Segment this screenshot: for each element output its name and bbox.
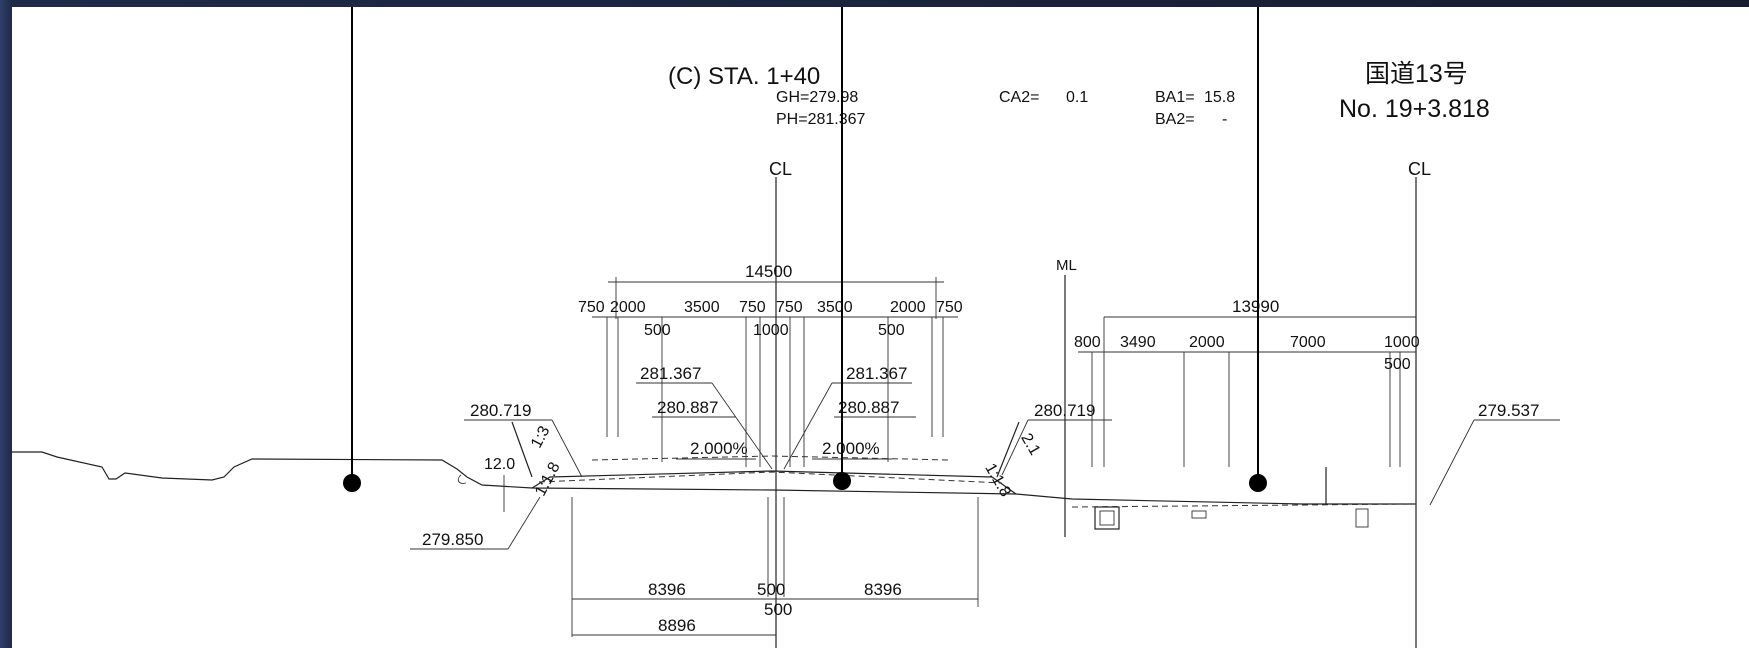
overall-width-left: 14500 [745, 262, 792, 281]
right-pavement-layer [1071, 503, 1417, 508]
extension-lines [571, 277, 979, 637]
slope-right [996, 421, 1020, 478]
plan-height-label: PH=281.367 [776, 111, 866, 128]
centerline-symbol-left: CL [769, 159, 792, 179]
lane-dim-7: 2000 [890, 299, 926, 316]
route-number: No. 19+3.818 [1339, 95, 1490, 123]
lane-dim-4: 750 [739, 299, 766, 316]
ba2-value: - [1222, 111, 1227, 128]
ground-bump [457, 474, 467, 484]
gauge-handle-1[interactable] [343, 474, 361, 492]
culvert-inner [1099, 510, 1115, 526]
sub-dim-3: 500 [878, 322, 905, 339]
lane-dim-3: 3500 [684, 299, 720, 316]
centerline-symbol-right: CL [1408, 159, 1431, 179]
crossfall-right: 2.000% [822, 439, 880, 458]
crossfall-left: 2.000% [690, 439, 748, 458]
lane-dim-1: 750 [578, 299, 605, 316]
cross-section-drawing: (C) STA. 1+40 GH=279.98 PH=281.367 CA2= … [12, 7, 1560, 648]
ba1-label: BA1= [1155, 89, 1195, 106]
slope-left [511, 421, 533, 478]
right-edge-elevation: 279.537 [1478, 401, 1539, 420]
right-dim-4: 7000 [1290, 334, 1326, 351]
right-dim-5: 1000 [1384, 334, 1420, 351]
base-dim-right: 8396 [864, 580, 902, 599]
pavement-layer-2 [591, 455, 951, 461]
pipe-structure [1191, 510, 1207, 519]
toe-elevation: 279.850 [422, 530, 483, 549]
shoulder-elevation-left: 280.719 [470, 401, 531, 420]
shoulder-elevation-right: 280.719 [1034, 401, 1095, 420]
ground-height-label: GH=279.98 [776, 89, 858, 106]
ba2-label: BA2= [1155, 111, 1195, 128]
right-sub-dim: 500 [1384, 356, 1411, 373]
sub-dim-2: 1000 [753, 322, 789, 339]
ba1-value: 15.8 [1204, 89, 1235, 106]
sub-dim-1: 500 [644, 322, 671, 339]
ca2-label: CA2= [999, 89, 1039, 106]
ca2-value: 0.1 [1066, 89, 1088, 106]
drawing-sheet: (C) STA. 1+40 GH=279.98 PH=281.367 CA2= … [12, 7, 1749, 648]
drain-structure [1355, 508, 1369, 528]
base-dim-left: 8396 [648, 580, 686, 599]
base-dim-mid: 500 [757, 580, 785, 599]
right-dim-2: 3490 [1120, 334, 1156, 351]
edge-elevation-right: 280.887 [838, 398, 899, 417]
gauge-handle-3[interactable] [1249, 474, 1267, 492]
lane-dim-8: 750 [936, 299, 963, 316]
right-dim-3: 2000 [1189, 334, 1225, 351]
gauge-handle-2[interactable] [833, 472, 851, 490]
ground-line [12, 451, 1416, 505]
lane-dim-5: 750 [776, 299, 803, 316]
route-name: 国道13号 [1365, 60, 1468, 88]
right-dim-1: 800 [1074, 334, 1101, 351]
lane-dim-2: 2000 [610, 299, 646, 316]
lane-dim-6: 3500 [817, 299, 853, 316]
bank-ratio-left-top: 1:3 [528, 423, 553, 451]
ml-label: ML [1056, 257, 1077, 274]
base-dim-mid2: 500 [764, 600, 792, 619]
bank-ratio-left: 1:1.8 [532, 460, 564, 499]
crest-elevation-left: 281.367 [640, 364, 701, 383]
station-label: (C) STA. 1+40 [668, 63, 820, 90]
right-extension-lines [1091, 317, 1401, 467]
pavement-layer-1 [538, 471, 1003, 484]
ditch-depth: 12.0 [484, 456, 515, 473]
culvert-structure [1094, 506, 1120, 530]
edge-elevation-left: 280.887 [657, 398, 718, 417]
crest-elevation-right: 281.367 [846, 364, 907, 383]
overall-width-right: 13990 [1232, 297, 1279, 316]
base-dim-total: 8896 [658, 616, 696, 635]
